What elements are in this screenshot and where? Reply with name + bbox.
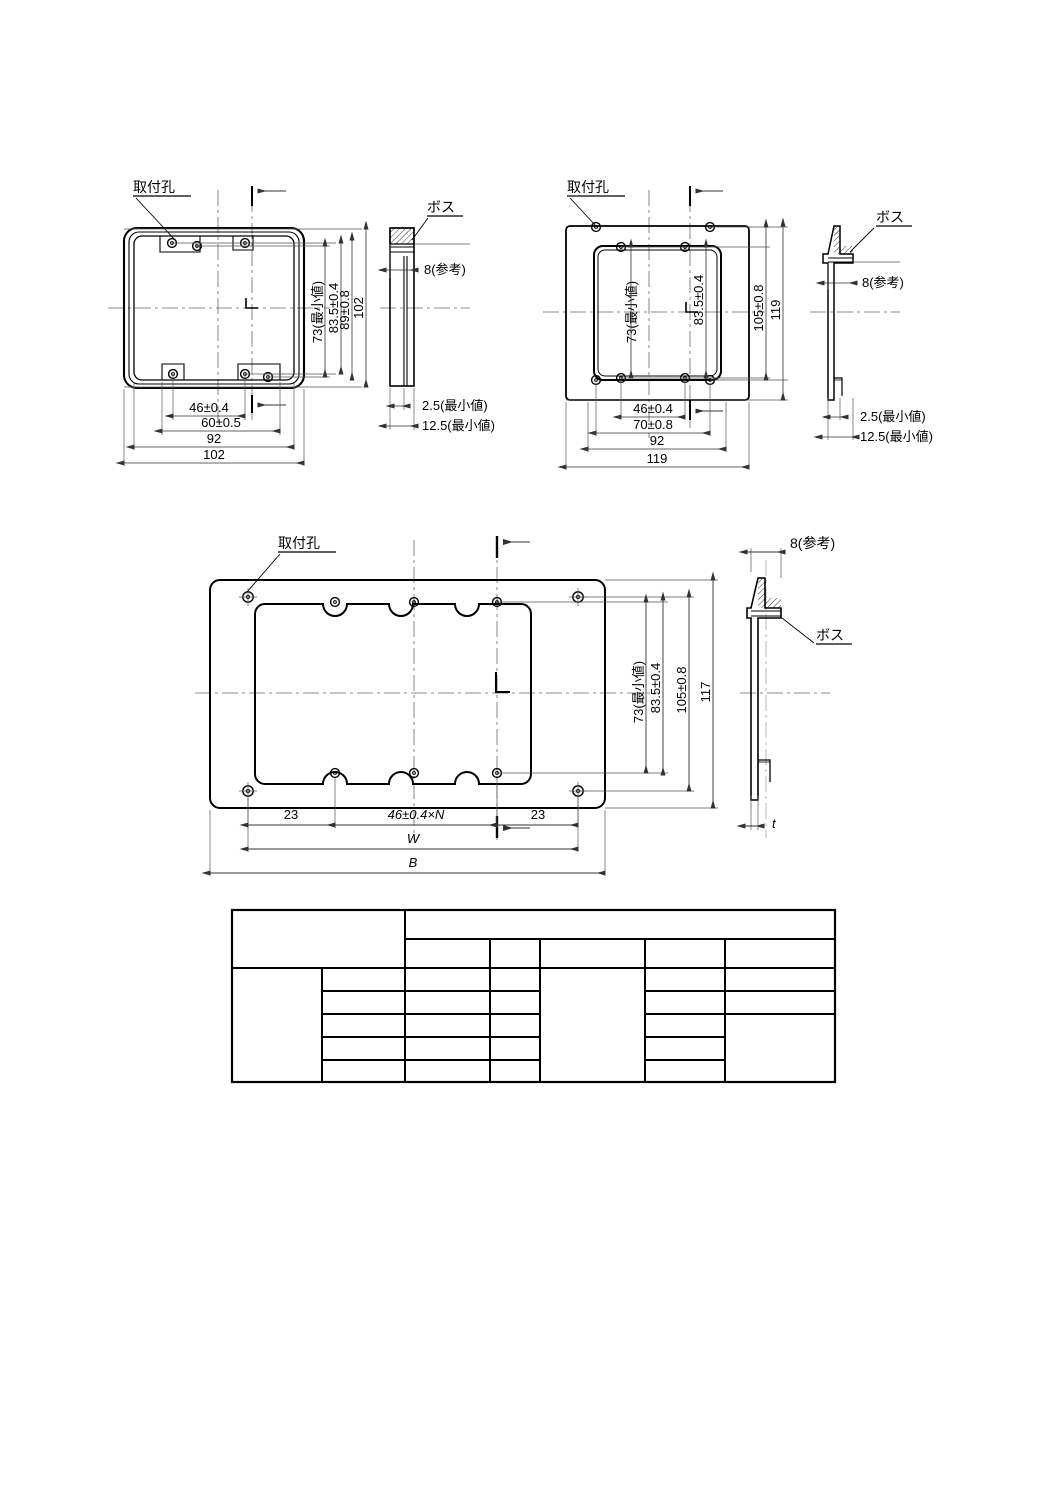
view1-dim-92: 92 [207, 431, 221, 446]
view3-horz-ext [209, 778, 606, 876]
view2-dim-83-5: 83.5±0.4 [691, 275, 706, 326]
view1-dim-46: 46±0.4 [189, 400, 229, 415]
view2-dim-119-v: 119 [768, 300, 783, 321]
view3-boss-holes [329, 596, 503, 779]
view1-vertical-dims: 73(最小値) 83.5±0.4 89±0.8 102 [310, 220, 369, 388]
view3-centerlines [195, 540, 660, 840]
view1-horizontal-dims: 46±0.4 60±0.5 92 102 [115, 400, 305, 466]
view1-horz-ext [123, 376, 305, 466]
view1-side-view: ボス 8(参考) 2.5(最小値) 12.5(最小値) [377, 199, 495, 433]
view3-dim-73: 73(最小値) [631, 661, 646, 723]
view1-dim-12-5: 12.5(最小値) [422, 418, 495, 433]
view1-holes [166, 237, 274, 383]
view2-dim-8ref: 8(参考) [862, 275, 904, 290]
view3-dim-W: W [407, 831, 421, 846]
view3-dim-B: B [409, 855, 418, 870]
view1-dim-73: 73(最小値) [310, 281, 325, 343]
view2-horizontal-dims: 46±0.4 70±0.8 92 119 [557, 401, 750, 470]
view2-corner-mark [685, 302, 698, 313]
view-2-group: 取付孔 73(最小値) 83.5±0.4 105±0.8 119 [543, 179, 933, 470]
view3-vertical-dims: 73(最小値) 83.5±0.4 105±0.8 117 [631, 571, 716, 809]
view2-vert-ext [566, 226, 788, 401]
view3-dim-t: t [772, 816, 777, 831]
view2-boss-label: ボス [876, 209, 904, 225]
view3-dim-46xN: 46±0.4×N [388, 807, 445, 822]
view2-dim-46: 46±0.4 [633, 401, 673, 416]
view1-mounting-hole-callout: 取付孔 [133, 179, 191, 242]
view1-dim-102-v: 102 [351, 297, 366, 319]
view2-section-arrows [689, 186, 723, 420]
view1-dim-8ref: 8(参考) [424, 262, 466, 277]
view3-mounting-hole-label: 取付孔 [278, 535, 320, 551]
view2-plate-outline [565, 225, 750, 401]
view2-dim-12-5: 12.5(最小値) [860, 429, 933, 444]
view1-mounting-hole-label: 取付孔 [133, 179, 175, 195]
specification-table [230, 908, 837, 1084]
view2-horz-ext [565, 380, 750, 470]
view1-corner-mark [245, 298, 258, 309]
view3-section-arrows [495, 536, 530, 838]
view3-dim-117: 117 [698, 682, 713, 703]
view1-centerlines [108, 190, 330, 425]
view2-mounting-hole-label: 取付孔 [567, 179, 609, 195]
view1-vert-ext [124, 228, 362, 388]
view3-dim-23-right: 23 [531, 807, 545, 822]
view1-dim-102-h: 102 [203, 447, 225, 462]
view2-dim-92: 92 [650, 433, 664, 448]
view2-dim-70: 70±0.8 [633, 417, 673, 432]
view3-vert-ext [497, 579, 718, 809]
view1-section-arrows [251, 186, 286, 413]
view1-dim-89: 89±0.8 [337, 290, 352, 330]
view3-dim-83-5: 83.5±0.4 [648, 663, 663, 714]
view1-plate-outline [122, 226, 306, 390]
view1-dim-2-5: 2.5(最小値) [422, 398, 488, 413]
view-1-group: 取付孔 73(最小値) 83.5±0.4 89±0.8 102 [108, 179, 495, 466]
view2-vertical-dims: 73(最小値) 83.5±0.4 105±0.8 119 [624, 217, 786, 401]
view3-side-view: 8(参考) t ボス [736, 535, 852, 838]
view3-dim-105: 105±0.8 [674, 667, 689, 714]
view3-horizontal-dims: 23 46±0.4×N 23 W B [201, 807, 606, 876]
view3-mounting-hole-callout: 取付孔 [246, 535, 336, 593]
view1-boss-label: ボス [427, 199, 455, 215]
view3-boss-label: ボス [816, 627, 844, 643]
view2-dim-2-5: 2.5(最小値) [860, 409, 926, 424]
view2-dim-105: 105±0.8 [751, 285, 766, 332]
view-3-group: 取付孔 73(最小値) 83.5±0.4 105±0.8 [195, 535, 852, 876]
view2-dim-119-h: 119 [647, 451, 668, 466]
view3-window [254, 603, 532, 785]
view3-dim-8ref: 8(参考) [790, 535, 835, 551]
view1-dim-83-5: 83.5±0.4 [326, 283, 341, 334]
view2-centerlines [543, 190, 765, 438]
view3-corner-mark [495, 672, 510, 693]
view3-plate-outline [209, 579, 606, 809]
view2-side-view: ボス 8(参考) 2.5(最小値) 12.5(最小値) [810, 209, 933, 444]
view2-dim-73: 73(最小値) [624, 281, 639, 343]
view3-dim-23-left: 23 [284, 807, 298, 822]
view1-dim-60: 60±0.5 [201, 415, 241, 430]
view2-mounting-hole-callout: 取付孔 [567, 179, 625, 227]
